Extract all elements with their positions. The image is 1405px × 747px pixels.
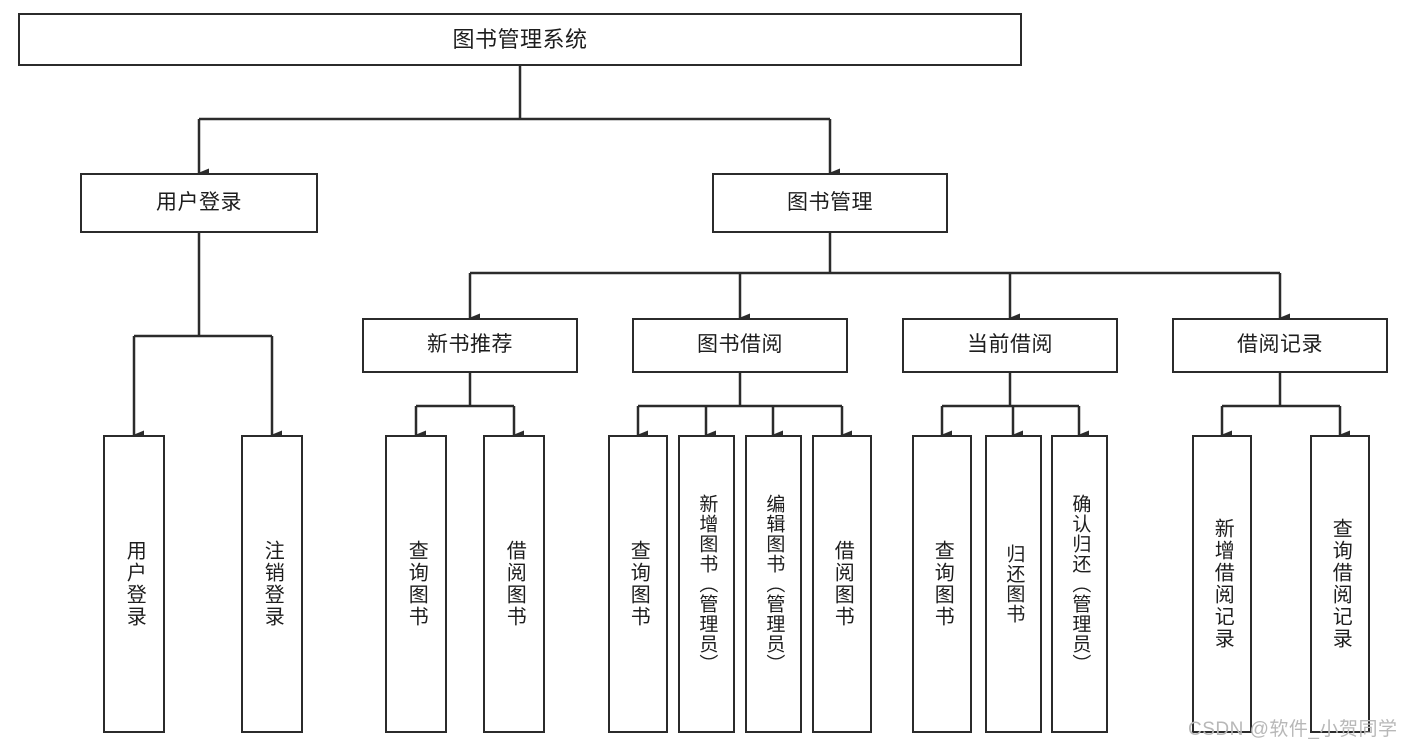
node-leaf-add-book-admin[interactable]: 新增图书（管理员） [678, 435, 735, 733]
node-book-borrow[interactable]: 图书借阅 [632, 318, 848, 373]
node-new-book-recommend[interactable]: 新书推荐 [362, 318, 578, 373]
node-user-login[interactable]: 用户登录 [80, 173, 318, 233]
node-leaf-confirm-return-admin[interactable]: 确认归还（管理员） [1051, 435, 1108, 733]
node-label-leaf-query-book-3: 查询图书 [931, 540, 954, 628]
node-label-book-management: 图书管理 [787, 190, 873, 214]
node-leaf-return-book[interactable]: 归还图书 [985, 435, 1042, 733]
node-label-root: 图书管理系统 [452, 26, 588, 52]
node-leaf-edit-book-admin[interactable]: 编辑图书（管理员） [745, 435, 802, 733]
connector-lines [132, 66, 1350, 440]
node-label-leaf-confirm-return-admin: 确认归还（管理员） [1069, 494, 1091, 674]
node-label-leaf-query-book-2: 查询图书 [627, 540, 650, 628]
node-label-leaf-return-book: 归还图书 [1003, 544, 1025, 624]
node-label-leaf-logout: 注销登录 [261, 540, 284, 628]
node-leaf-logout[interactable]: 注销登录 [241, 435, 303, 733]
node-label-leaf-add-borrow-record: 新增借阅记录 [1211, 518, 1234, 650]
node-label-leaf-borrow-book-1: 借阅图书 [503, 540, 526, 628]
node-label-leaf-add-book-admin: 新增图书（管理员） [696, 494, 718, 674]
node-book-management[interactable]: 图书管理 [712, 173, 948, 233]
node-leaf-borrow-book-2[interactable]: 借阅图书 [812, 435, 872, 733]
node-leaf-add-borrow-record[interactable]: 新增借阅记录 [1192, 435, 1252, 733]
node-leaf-query-book-3[interactable]: 查询图书 [912, 435, 972, 733]
node-label-leaf-query-borrow-record: 查询借阅记录 [1329, 518, 1352, 650]
node-label-new-book-recommend: 新书推荐 [427, 333, 513, 357]
node-leaf-query-book-1[interactable]: 查询图书 [385, 435, 447, 733]
node-label-leaf-borrow-book-2: 借阅图书 [831, 540, 854, 628]
node-leaf-user-login[interactable]: 用户登录 [103, 435, 165, 733]
node-label-leaf-user-login: 用户登录 [123, 540, 146, 628]
node-label-book-borrow: 图书借阅 [697, 333, 783, 357]
node-label-leaf-edit-book-admin: 编辑图书（管理员） [763, 494, 785, 674]
node-leaf-query-borrow-record[interactable]: 查询借阅记录 [1310, 435, 1370, 733]
node-label-leaf-query-book-1: 查询图书 [405, 540, 428, 628]
node-label-borrow-record: 借阅记录 [1237, 333, 1323, 357]
node-borrow-record[interactable]: 借阅记录 [1172, 318, 1388, 373]
node-label-user-login: 用户登录 [156, 190, 242, 214]
node-leaf-borrow-book-1[interactable]: 借阅图书 [483, 435, 545, 733]
node-label-current-borrow: 当前借阅 [967, 333, 1053, 357]
node-current-borrow[interactable]: 当前借阅 [902, 318, 1118, 373]
node-leaf-query-book-2[interactable]: 查询图书 [608, 435, 668, 733]
node-root[interactable]: 图书管理系统 [18, 13, 1022, 66]
